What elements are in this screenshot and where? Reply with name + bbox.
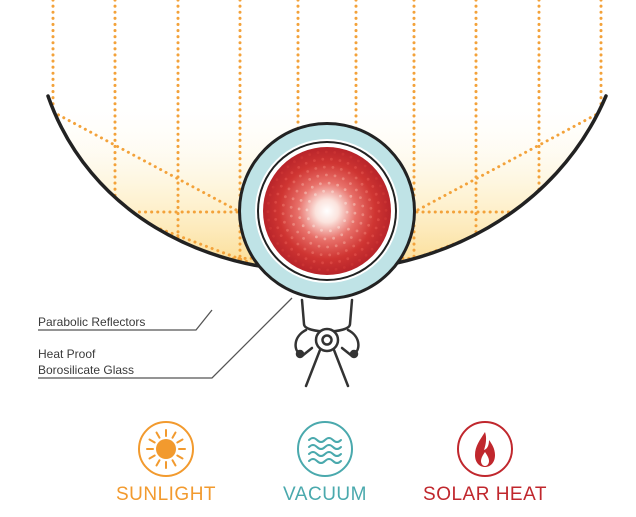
glass-label-line1: Heat Proof (38, 347, 96, 361)
glass-leader (38, 297, 293, 379)
sun-icon (138, 421, 194, 477)
reflector-leader (38, 309, 213, 331)
glass-label-line2: Borosilicate Glass (38, 363, 135, 377)
waves-icon (297, 421, 353, 477)
reflector-label: Parabolic Reflectors (38, 315, 146, 329)
flame-icon (457, 421, 513, 477)
legend-vacuum-label: VACUUM (283, 484, 367, 505)
absorber-core (263, 147, 391, 275)
heat-dots (266, 150, 388, 272)
mounting-clip (294, 298, 360, 388)
legend-solar-heat-label: SOLAR HEAT (423, 484, 547, 505)
legend-sunlight-label: SUNLIGHT (115, 484, 217, 505)
